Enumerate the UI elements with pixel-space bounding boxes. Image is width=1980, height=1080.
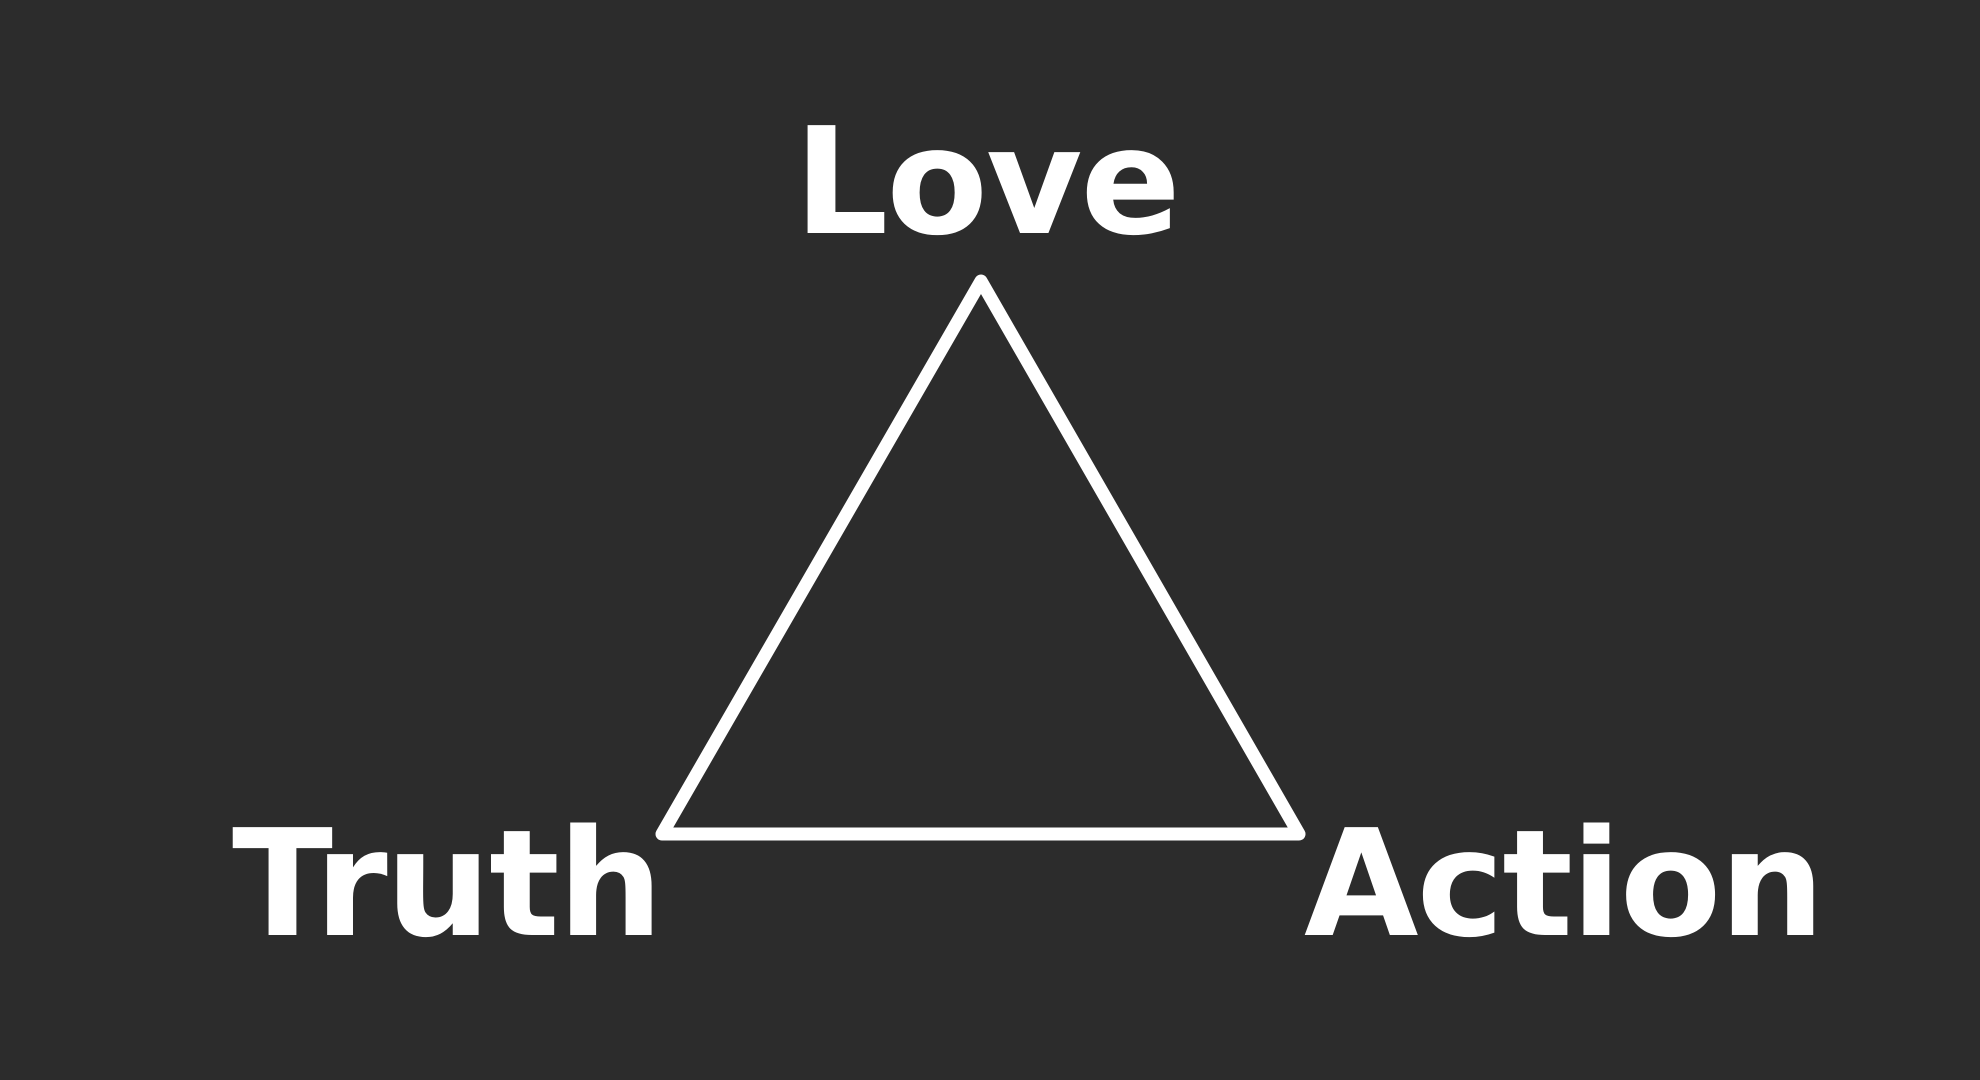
vertex-label-action: Action: [1304, 798, 1825, 970]
vertex-label-love: Love: [794, 96, 1181, 268]
triangle-outline: [655, 274, 1306, 841]
vertex-label-truth: Truth: [232, 798, 663, 970]
